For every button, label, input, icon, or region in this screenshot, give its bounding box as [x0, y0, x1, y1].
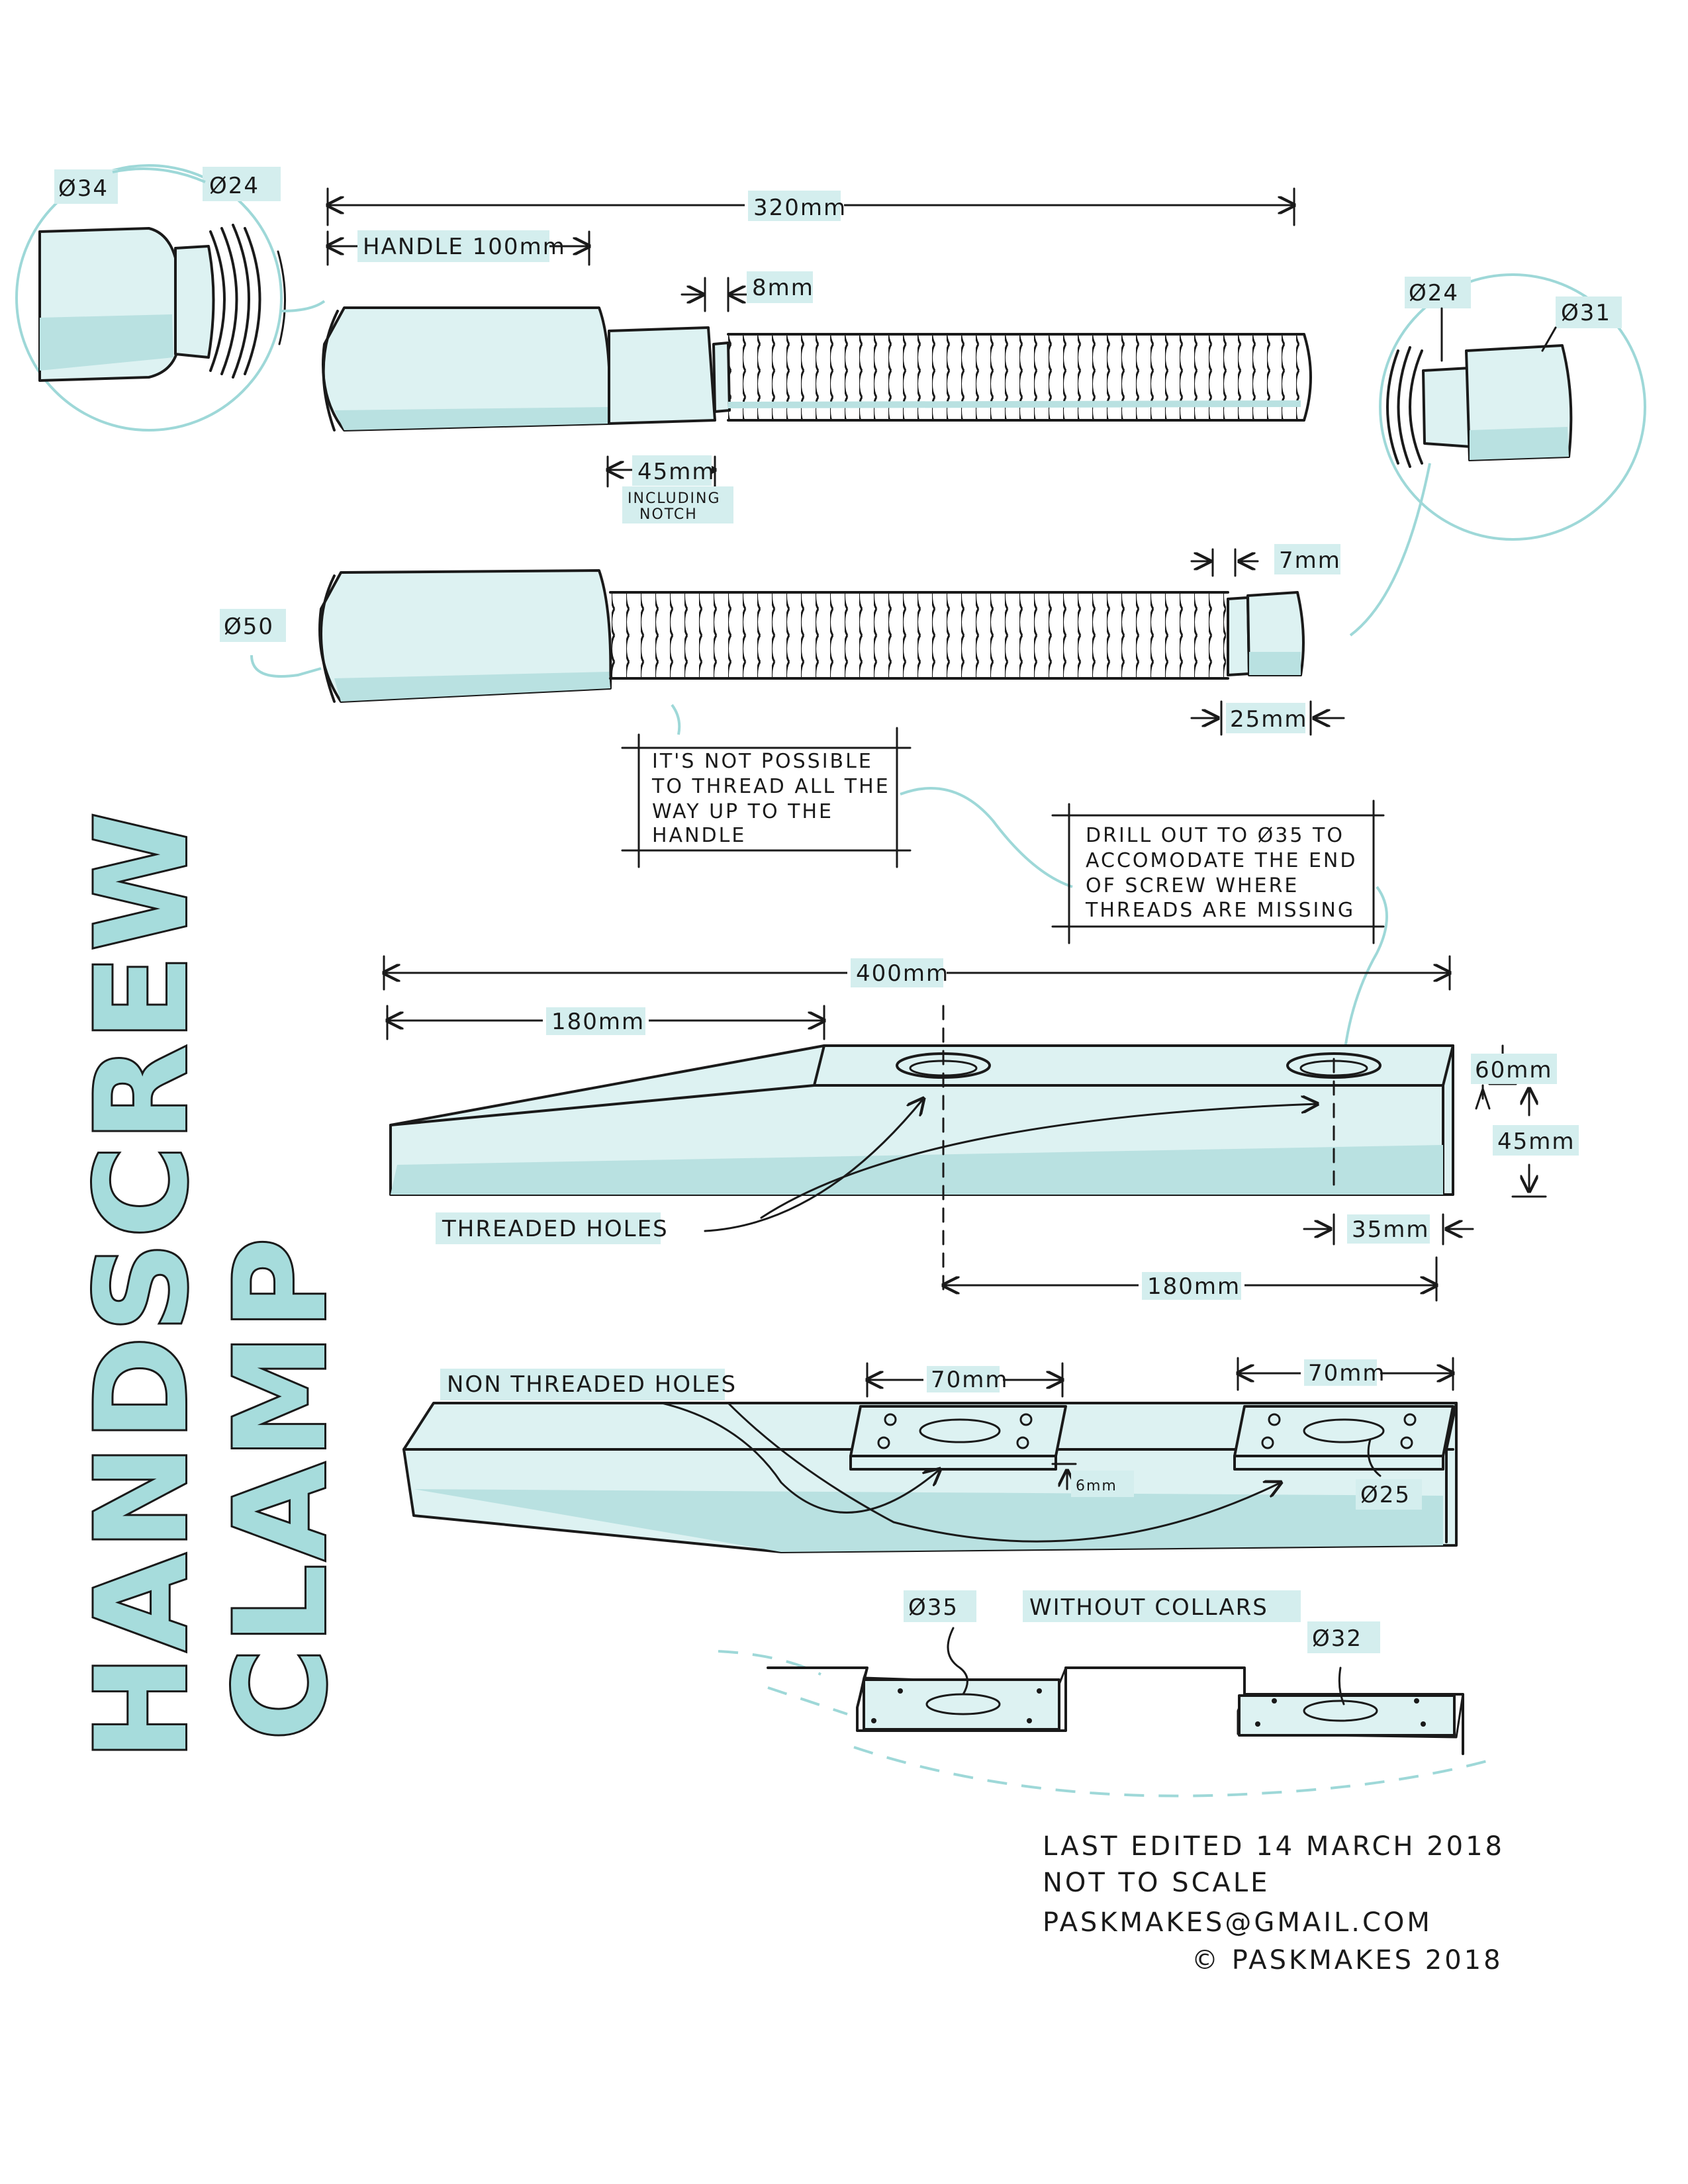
copyright: © PASKMAKES 2018: [1192, 1945, 1503, 1976]
collar-thickness-label: 6mm: [1076, 1478, 1117, 1494]
screw-bottom: Ø50 7mm 25mm: [220, 544, 1345, 736]
threaded-holes-label: THREADED HOLES: [442, 1216, 669, 1242]
jaw-length-label: 400mm: [856, 960, 949, 987]
detail-left-inner-dia: Ø24: [209, 173, 259, 199]
jaw-plain: 70mm 70mm 6mm Ø25 NON THREADED HOLES: [402, 1357, 1458, 1553]
taper-length-label: 180mm: [551, 1009, 645, 1035]
jaw-height-label: 60mm: [1475, 1057, 1553, 1083]
not-to-scale: NOT TO SCALE: [1043, 1868, 1270, 1898]
hole-35-label: Ø35: [908, 1594, 959, 1621]
last-edited: LAST EDITED 14 MARCH 2018: [1043, 1831, 1505, 1862]
without-collars-detail: Ø35 WITHOUT COLLARS Ø32: [718, 1590, 1490, 1797]
hole-32-drawing: [1303, 1700, 1378, 1722]
notch-width-label: 8mm: [752, 275, 814, 301]
screw-top-shoulder: [608, 326, 716, 425]
detail-circle-left: [15, 164, 286, 432]
screw-bottom-threads: [610, 592, 1226, 678]
jaw-width-label: 45mm: [1497, 1128, 1575, 1155]
hole-diameter-label: Ø25: [1360, 1482, 1411, 1508]
drill-note-line: THREADS ARE MISSING: [1085, 899, 1355, 922]
title-line-1: HANDSCREW: [69, 808, 215, 1760]
drill-note-line: ACCOMODATE THE END: [1086, 849, 1357, 872]
note-drill: DRILL OUT TO Ø35 TO ACCOMODATE THE END O…: [1051, 799, 1388, 1060]
shoulder-length-label: 45mm: [637, 459, 716, 485]
detail-left-outer-dia: Ø34: [58, 175, 109, 202]
end-offset-label: 35mm: [1352, 1216, 1430, 1243]
title-line-2: CLAMP: [208, 1234, 354, 1741]
drill-note-line: DRILL OUT TO Ø35 TO: [1086, 824, 1344, 847]
contact-email: PASKMAKES@GMAIL.COM: [1043, 1907, 1432, 1938]
note-line: TO THREAD ALL THE: [651, 775, 890, 798]
detail-right-outer-dia: Ø31: [1561, 300, 1611, 326]
tip-length-label: 25mm: [1230, 706, 1308, 733]
detail-circle-right: [1349, 273, 1646, 637]
footer: LAST EDITED 14 MARCH 2018 NOT TO SCALE P…: [1043, 1831, 1505, 1976]
non-threaded-holes-label: NON THREADED HOLES: [447, 1371, 737, 1398]
note-line: HANDLE: [652, 824, 746, 847]
note-line: IT'S NOT POSSIBLE: [652, 750, 873, 773]
notch-width-bottom-label: 7mm: [1279, 547, 1341, 574]
jaw-threaded: 400mm 180mm 60mm 45mm 35mm 180mm: [384, 955, 1579, 1302]
overall-length-label: 320mm: [753, 195, 847, 221]
handle-length-label: HANDLE 100mm: [363, 234, 566, 260]
screw-top: Ø34 Ø24 320mm HANDLE 100mm 8mm: [15, 164, 1312, 523]
shoulder-note-line-2: NOTCH: [639, 506, 698, 523]
without-collars-label: WITHOUT COLLARS: [1029, 1594, 1268, 1621]
shoulder-note-line-1: INCLUDING: [628, 490, 721, 507]
hole-32-label: Ø32: [1312, 1625, 1362, 1652]
page-title: HANDSCREW CLAMP: [67, 806, 356, 1762]
drill-note-line: OF SCREW WHERE: [1086, 874, 1299, 897]
note-line: WAY UP TO THE: [652, 800, 833, 823]
handle-diameter-label: Ø50: [224, 614, 274, 640]
note-threading: IT'S NOT POSSIBLE TO THREAD ALL THE WAY …: [621, 704, 1073, 888]
hole-spacing-label: 180mm: [1147, 1273, 1241, 1300]
collar-right-width-label: 70mm: [1308, 1360, 1386, 1387]
detail-right-inner-dia: Ø24: [1409, 280, 1459, 306]
collar-left-width-label: 70mm: [931, 1367, 1009, 1393]
